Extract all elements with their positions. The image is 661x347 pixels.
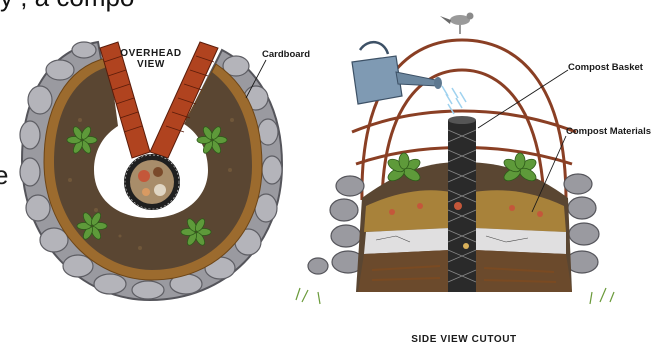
- side-view-cutout-label: SIDE VIEW CUTOUT: [404, 334, 524, 345]
- clipped-left-text: e: [0, 160, 8, 191]
- compost-basket-label: Compost Basket: [568, 62, 643, 73]
- bird-icon: [440, 13, 474, 35]
- cardboard-label: Cardboard: [262, 49, 310, 60]
- side-compost-basket: [448, 116, 476, 292]
- overhead-view-diagram: [20, 42, 282, 300]
- overhead-view-label: OVERHEAD VIEW: [116, 48, 186, 70]
- side-view-diagram: [296, 13, 614, 305]
- watering-can-icon: [352, 42, 442, 104]
- overhead-compost-basket: [124, 154, 180, 210]
- compost-materials-label: Compost Materials: [566, 126, 651, 137]
